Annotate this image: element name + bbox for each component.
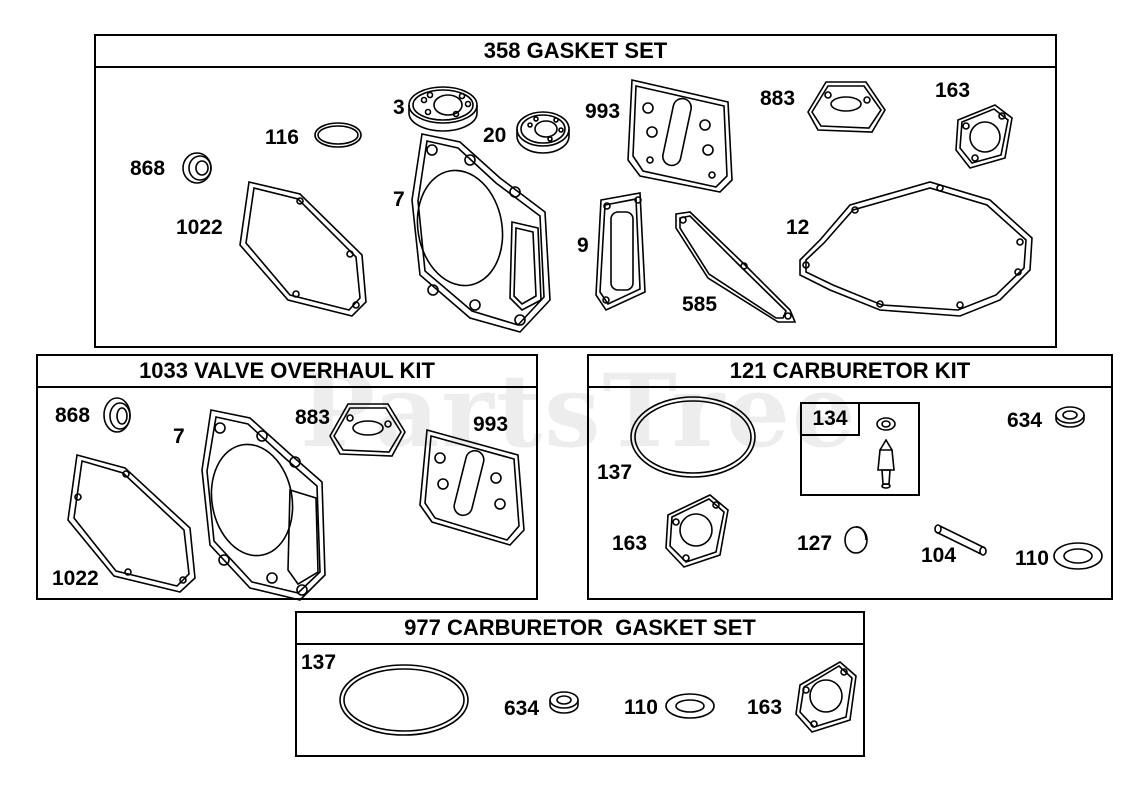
- gasket-163-part: [956, 105, 1012, 168]
- gasket-883-part-2: [330, 404, 405, 456]
- label-116: 116: [265, 126, 299, 149]
- gasket-7-part-2: [202, 410, 325, 600]
- label-585: 585: [682, 293, 718, 316]
- seal-634-part: [1056, 407, 1084, 427]
- label-110: 110: [624, 696, 658, 719]
- panel-title: 1033 VALVE OVERHAUL KIT: [38, 356, 536, 388]
- gasket-993-part-2: [420, 430, 524, 545]
- sub-kit-label: 134: [802, 404, 860, 436]
- label-104: 104: [921, 544, 957, 567]
- sub-kit-box: 134: [800, 402, 920, 496]
- label-163: 163: [935, 79, 971, 102]
- gasket-1022-part-2: [68, 455, 195, 592]
- label-20: 20: [483, 124, 507, 147]
- gasket-1022-part: [240, 182, 366, 316]
- label-163: 163: [612, 532, 648, 555]
- label-993: 993: [473, 413, 509, 436]
- label-1022: 1022: [176, 216, 223, 239]
- seal-634-part-2: [550, 692, 578, 713]
- gasket-585-part: [676, 212, 795, 322]
- panel-carburetor-gasket-set: 977 CARBURETOR GASKET SET: [295, 611, 865, 757]
- gasket-9-part: [596, 193, 645, 310]
- label-163: 163: [747, 696, 783, 719]
- label-1022: 1022: [52, 567, 99, 590]
- panel-valve-overhaul-kit: 1033 VALVE OVERHAUL KIT: [36, 354, 538, 600]
- label-9: 9: [577, 234, 589, 257]
- label-883: 883: [760, 87, 796, 110]
- label-993: 993: [585, 100, 621, 123]
- gasket-7-part: [409, 134, 550, 332]
- label-868: 868: [55, 404, 91, 427]
- panel-title: 358 GASKET SET: [96, 36, 1055, 68]
- washer-110-part-2: [666, 694, 714, 718]
- needle-134-part: [877, 418, 895, 488]
- label-110: 110: [1015, 547, 1049, 570]
- label-12: 12: [786, 216, 810, 239]
- label-3: 3: [393, 96, 405, 119]
- gasket-163-part-3: [796, 662, 856, 732]
- label-7: 7: [393, 188, 405, 211]
- label-634: 634: [1007, 409, 1043, 432]
- label-868: 868: [130, 157, 166, 180]
- ring-137-part-2: [340, 665, 468, 735]
- label-634: 634: [504, 697, 540, 720]
- seal-868-part-2: [104, 398, 130, 432]
- plug-127-part: [845, 527, 867, 553]
- gasket-993-part: [628, 80, 732, 192]
- ring-137-part: [631, 397, 755, 477]
- panel-title: 121 CARBURETOR KIT: [589, 356, 1111, 388]
- label-137: 137: [301, 651, 337, 674]
- label-7: 7: [173, 425, 185, 448]
- panel-title: 977 CARBURETOR GASKET SET: [297, 613, 863, 645]
- gasket-163-part-2: [666, 495, 728, 567]
- bearing-3-part: [409, 87, 477, 131]
- washer-110-part: [1054, 543, 1102, 569]
- bearing-20-part: [517, 112, 569, 153]
- oring-116-part: [315, 123, 361, 147]
- pin-104-part: [935, 525, 986, 555]
- panel-carburetor-kit: 121 CARBURETOR KIT: [587, 354, 1113, 600]
- label-883: 883: [295, 406, 331, 429]
- gasket-883-part: [808, 82, 885, 132]
- gasket-12-part: [800, 182, 1032, 316]
- label-127: 127: [797, 532, 833, 555]
- seal-868-part: [183, 153, 211, 183]
- label-137: 137: [597, 461, 633, 484]
